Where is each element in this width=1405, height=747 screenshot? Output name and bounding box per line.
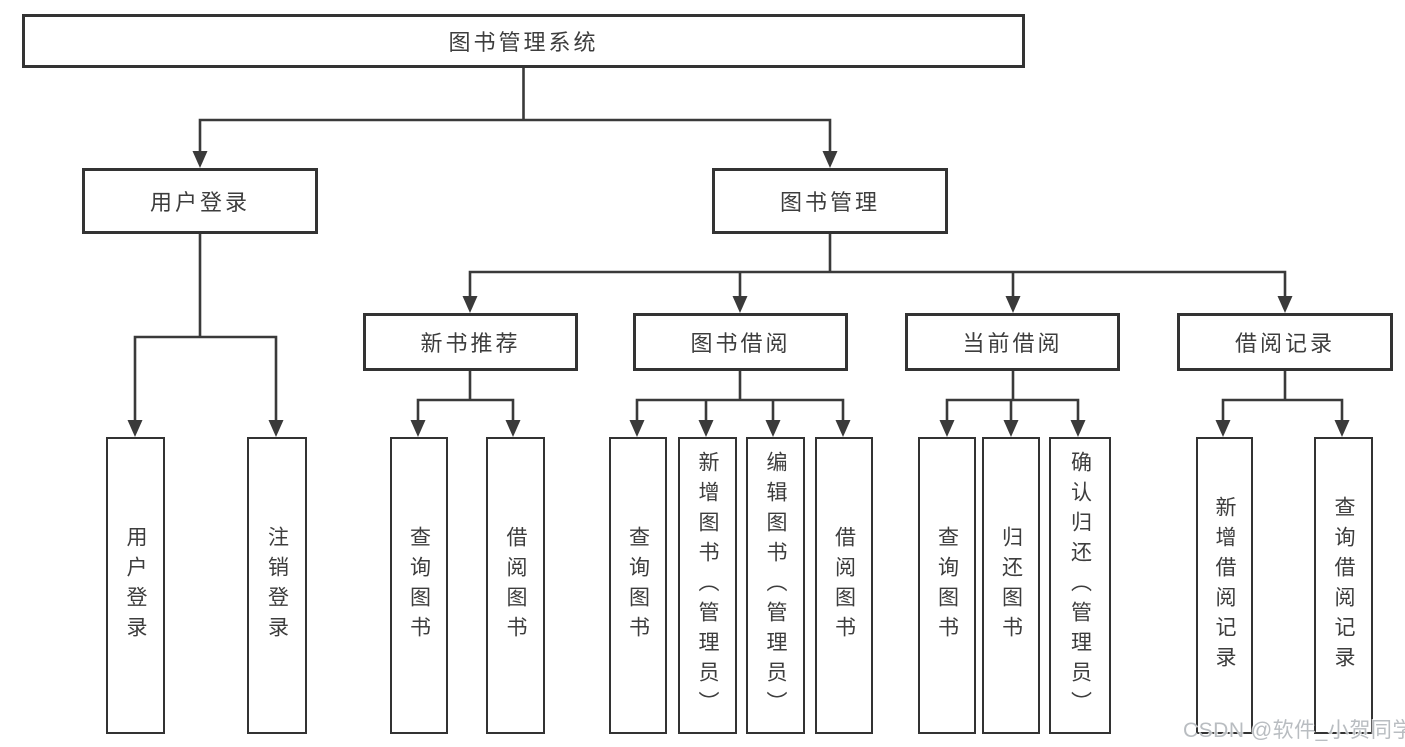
- leaf-borrow-books: 借阅图书: [815, 437, 873, 734]
- leaf-query-borrow-record: 查询借阅记录: [1314, 437, 1373, 734]
- leaf-query-books-recommend: 查询图书: [390, 437, 448, 734]
- leaf-add-book-admin: 新增图书（管理员）: [678, 437, 737, 734]
- leaf-add-borrow-record: 新增借阅记录: [1196, 437, 1253, 734]
- leaf-query-books-borrow: 查询图书: [609, 437, 667, 734]
- node-user-login: 用户登录: [82, 168, 318, 234]
- node-current-borrow: 当前借阅: [905, 313, 1120, 371]
- node-borrow-records: 借阅记录: [1177, 313, 1393, 371]
- node-new-book-recommend: 新书推荐: [363, 313, 578, 371]
- leaf-user-login: 用户登录: [106, 437, 165, 734]
- leaf-confirm-return-admin: 确认归还（管理员）: [1049, 437, 1111, 734]
- leaf-logout-login: 注销登录: [247, 437, 307, 734]
- node-library-management-system: 图书管理系统: [22, 14, 1025, 68]
- node-book-management: 图书管理: [712, 168, 948, 234]
- leaf-query-books-current: 查询图书: [918, 437, 976, 734]
- leaf-edit-book-admin: 编辑图书（管理员）: [746, 437, 805, 734]
- node-book-borrow: 图书借阅: [633, 313, 848, 371]
- leaf-return-book: 归还图书: [982, 437, 1040, 734]
- leaf-borrow-books-recommend: 借阅图书: [486, 437, 545, 734]
- csdn-watermark: CSDN @软件_小贺同学: [1183, 719, 1405, 742]
